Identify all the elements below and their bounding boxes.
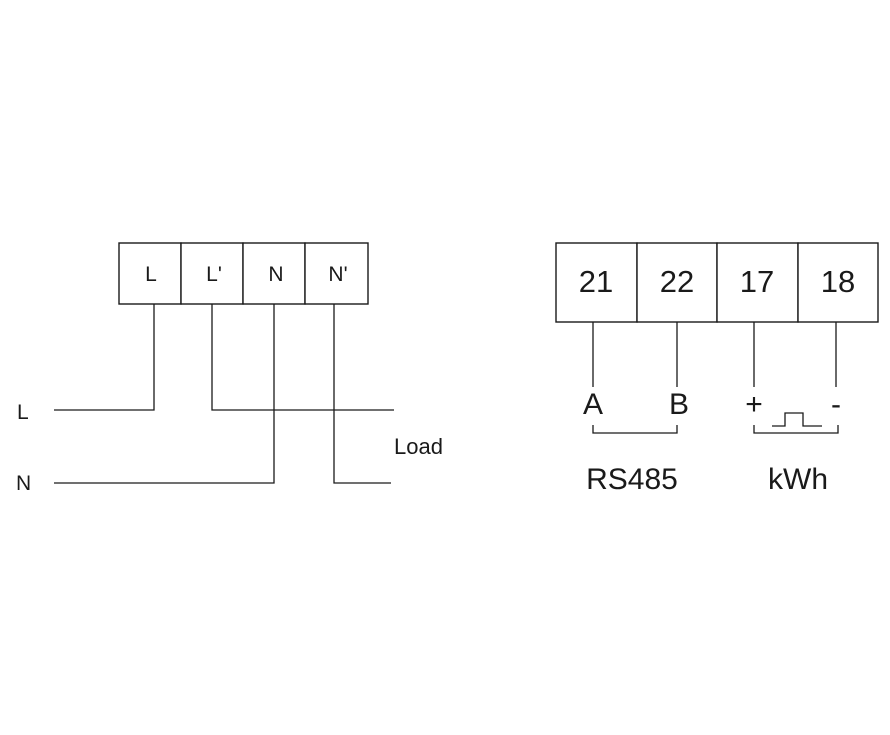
terminal-label-21: 21: [579, 264, 613, 299]
pulse-waveform-icon: [772, 412, 822, 427]
terminal-label-n-prime: N': [328, 263, 347, 286]
power-wires: [54, 304, 394, 484]
pulse-plus-label: +: [745, 388, 763, 421]
terminal-label-n: N: [268, 263, 283, 286]
terminal-l-prime: [180, 242, 244, 305]
rs485-label: RS485: [586, 463, 678, 496]
signal-terminal-block: 21 22 17 18: [555, 242, 879, 323]
terminal-n-prime: [304, 242, 369, 305]
supply-line-wire: [54, 304, 155, 411]
supply-neutral-label: N: [16, 472, 31, 495]
terminal-label-17: 17: [740, 264, 774, 299]
signal-leads: [592, 322, 837, 387]
pulse-bracket: [753, 425, 839, 434]
power-terminal-block: L L' N N': [118, 242, 369, 305]
kwh-label: kWh: [768, 463, 828, 496]
load-neutral-wire: [333, 304, 391, 484]
terminal-label-22: 22: [660, 264, 694, 299]
terminal-17: [716, 242, 799, 323]
terminal-label-18: 18: [821, 264, 855, 299]
terminal-18: [797, 242, 879, 323]
terminal-label-l: L: [145, 263, 157, 286]
pulse-minus-label: -: [831, 388, 841, 421]
supply-neutral-wire: [54, 304, 275, 484]
terminal-label-l-prime: L': [206, 263, 222, 286]
rs485-bracket: [592, 425, 678, 434]
load-label: Load: [394, 434, 443, 459]
terminal-22: [636, 242, 718, 323]
supply-line-label: L: [17, 401, 29, 424]
rs485-a-label: A: [583, 388, 603, 421]
terminal-l: [118, 242, 182, 305]
load-line-wire: [211, 304, 394, 411]
terminal-21: [555, 242, 638, 323]
rs485-b-label: B: [669, 388, 689, 421]
